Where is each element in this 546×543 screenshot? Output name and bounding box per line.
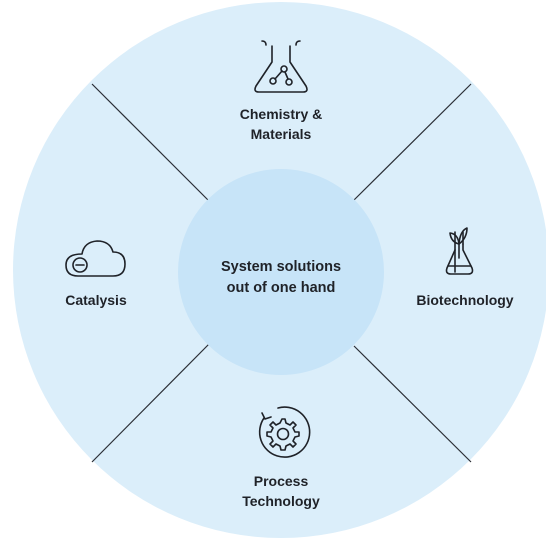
flask-icon [254,40,308,93]
center-label: System solutions out of one hand [181,257,381,299]
divider-line-bottom-right [353,345,472,463]
center-circle [178,169,384,375]
divider-line-bottom-left [91,342,211,463]
center-label-line1: System solutions [220,259,342,275]
gear-cycle-icon [258,406,311,458]
center-label-line2: out of one hand [226,280,336,296]
segment-label-catalysis: Catalysis [46,290,146,310]
segment-label-chemistry-materials: Chemistry & Materials [211,104,351,144]
divider-line-top-right [353,83,472,201]
divider-line-top-left [91,83,211,203]
segment-label-line: Technology [242,493,320,509]
segment-label-process-technology: Process Technology [211,471,351,511]
segment-label-line: Chemistry & [239,106,323,122]
segment-label-line: Biotechnology [416,292,514,308]
cloud-icon [65,240,126,277]
segment-label-line: Materials [250,126,312,142]
plant-flask-icon [445,227,474,275]
segment-label-biotechnology: Biotechnology [396,290,534,310]
segment-label-line: Catalysis [65,292,127,308]
segment-label-line: Process [253,473,309,489]
